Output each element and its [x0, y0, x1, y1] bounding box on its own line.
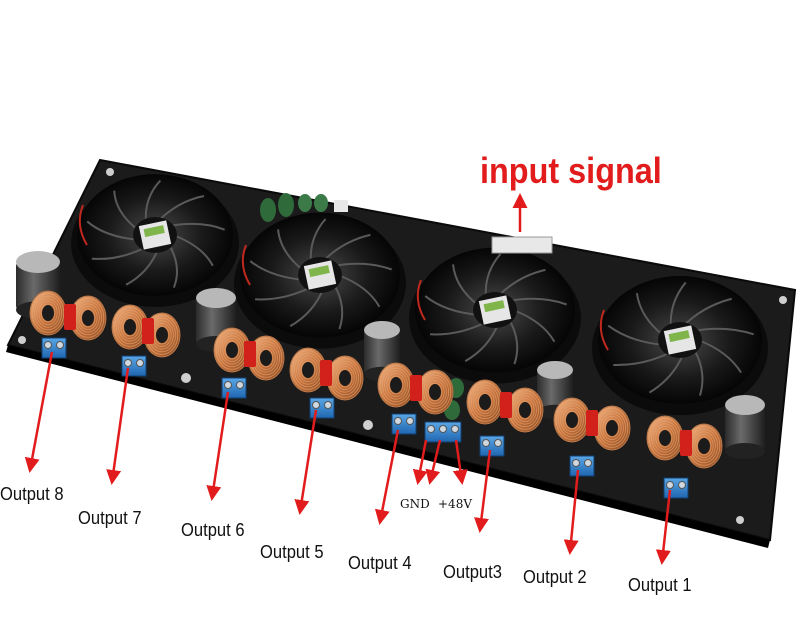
- toroidal-inductor-icon: [416, 369, 454, 415]
- input-signal-title: input signal: [480, 150, 662, 191]
- pointer-arrow-icon: [374, 429, 400, 525]
- capacitor-icon: [364, 321, 400, 382]
- toroidal-inductor-icon: [506, 387, 544, 433]
- terminal-block-icon: [41, 337, 67, 359]
- red-capacitor: [680, 430, 692, 456]
- red-capacitor: [142, 318, 154, 344]
- output-8-label: Output 8: [0, 484, 64, 504]
- red-capacitor: [320, 360, 332, 386]
- capacitor-icon: [725, 395, 765, 459]
- pointer-arrow-icon: [563, 469, 580, 555]
- pointer-arrow-icon: [294, 409, 318, 515]
- pointer-arrow-icon: [24, 351, 54, 473]
- v48-label: +48V: [438, 497, 472, 511]
- pcb-board-edge: [6, 345, 770, 548]
- terminal-block-icon: [309, 397, 335, 419]
- toroidal-inductor-icon: [377, 362, 415, 408]
- red-capacitor: [586, 410, 598, 436]
- toroidal-inductor-icon: [685, 423, 723, 469]
- output-5-label: Output 5: [260, 542, 324, 562]
- gnd-label: GND: [400, 497, 430, 511]
- pointer-arrow-icon: [425, 439, 442, 485]
- output-2-label: Output 2: [523, 567, 587, 587]
- terminal-block-icon: [121, 355, 147, 377]
- toroidal-inductor-icon: [111, 304, 149, 350]
- cooling-fan-icon: [234, 212, 406, 349]
- toroidal-inductor-icon: [29, 290, 67, 336]
- red-capacitor: [410, 375, 422, 401]
- terminal-block-icon: [569, 455, 595, 477]
- output-4-label: Output 4: [348, 553, 412, 573]
- output-7-label: Output 7: [78, 508, 142, 528]
- cooling-fan-icon: [71, 174, 239, 307]
- pointer-arrow-icon: [206, 391, 230, 501]
- red-capacitor: [64, 304, 76, 330]
- toroidal-inductor-icon: [466, 379, 504, 425]
- cooling-fan-icon: [409, 247, 581, 384]
- pointer-arrow-icon: [412, 439, 428, 485]
- toroidal-inductor-icon: [646, 415, 684, 461]
- red-capacitor: [500, 392, 512, 418]
- output-3-label: Output3: [443, 562, 502, 582]
- output-1-label: Output 1: [628, 575, 692, 595]
- toroidal-inductor-icon: [326, 355, 364, 401]
- terminal-block-icon: [391, 413, 417, 435]
- toroidal-inductor-icon: [553, 397, 591, 443]
- terminal-block-icon: [663, 477, 689, 499]
- terminal-block-icon: [479, 435, 505, 457]
- pointer-arrow-icon: [452, 439, 468, 485]
- terminal-block-icon: [221, 377, 247, 399]
- terminal-block-icon: [424, 421, 462, 443]
- pointer-arrow-icon: [474, 449, 492, 533]
- toroidal-inductor-icon: [593, 405, 631, 451]
- output-6-label: Output 6: [181, 520, 245, 540]
- pointer-arrow-icon: [106, 367, 130, 485]
- cooling-fan-icon: [592, 276, 768, 416]
- pointer-arrow-icon: [655, 489, 672, 565]
- red-capacitor: [244, 341, 256, 367]
- input-connector: [491, 236, 553, 254]
